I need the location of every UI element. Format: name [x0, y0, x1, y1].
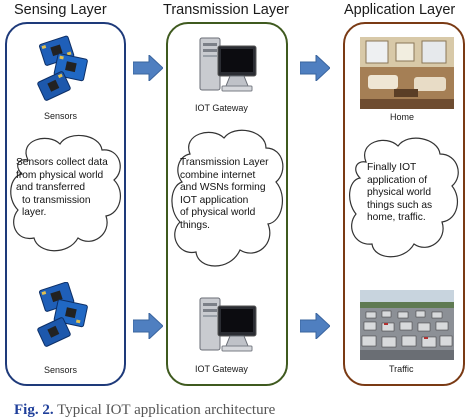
application-cloud: [346, 132, 464, 264]
figure-number: Fig. 2.: [14, 402, 54, 418]
sensors-label-bottom: Sensors: [44, 365, 78, 375]
iot-gateway-label-bottom: IOT Gateway: [195, 364, 248, 374]
sensing-text-line-5: layer.: [22, 207, 47, 219]
traffic-photo: [360, 290, 454, 360]
transmission-text-line-6: things.: [180, 219, 211, 231]
sensing-layer-panel: [5, 22, 126, 386]
iot-gateway-icon: [198, 36, 258, 94]
arrow-transmission-to-application-top: [300, 55, 330, 81]
arrow-sensing-to-transmission-bottom: [133, 313, 163, 339]
iot-gateway-label-top: IOT Gateway: [195, 103, 248, 113]
application-layer-title: Application Layer: [344, 2, 456, 18]
sensor-boards-icon-bottom: [34, 282, 92, 348]
sensor-boards-icon: [34, 34, 92, 102]
application-layer-panel: [343, 22, 465, 386]
home-photo: [360, 37, 454, 109]
transmission-text-line-3: and WSNs forming: [180, 182, 266, 194]
figure-caption: Fig. 2. Typical IOT application architec…: [14, 402, 275, 419]
sensing-cloud: [8, 130, 126, 260]
application-text-line-3: physical world: [367, 187, 431, 199]
sensing-text-line-4: to transmission: [22, 194, 91, 206]
transmission-text-line-2: combine internet: [180, 169, 256, 181]
transmission-text-line-4: IOT application: [180, 194, 249, 206]
application-cloud-text: Finally IOT application of physical worl…: [367, 162, 432, 225]
transmission-text-line-1: Transmission Layer: [180, 157, 269, 168]
sensing-text-line-3: and transferred: [16, 182, 86, 194]
transmission-cloud: [168, 126, 288, 276]
sensing-layer-title: Sensing Layer: [14, 2, 107, 18]
application-text-line-4: things such as: [367, 199, 433, 211]
application-text-line-5: home, traffic.: [367, 212, 426, 224]
home-label: Home: [390, 112, 415, 122]
application-text-line-2: application of: [367, 174, 428, 186]
transmission-text-line-5: of physical world: [180, 207, 256, 219]
transmission-layer-title: Transmission Layer: [163, 2, 289, 18]
arrow-transmission-to-application-bottom: [300, 313, 330, 339]
figure-caption-text: Typical IOT application architecture: [57, 402, 276, 418]
traffic-label: Traffic: [389, 364, 414, 374]
iot-gateway-icon-bottom: [198, 296, 258, 354]
transmission-cloud-text: Transmission Layer combine internet and …: [180, 157, 269, 233]
sensors-label-top: Sensors: [44, 111, 78, 121]
application-text-line-1: Finally IOT: [367, 162, 417, 173]
arrow-sensing-to-transmission-top: [133, 55, 163, 81]
sensing-text-line-2: from physical world: [16, 169, 104, 181]
sensing-cloud-text: Sensors collect data from physical world…: [16, 157, 108, 220]
transmission-layer-panel: [166, 22, 288, 386]
sensing-text-line-1: Sensors collect data: [16, 157, 108, 168]
